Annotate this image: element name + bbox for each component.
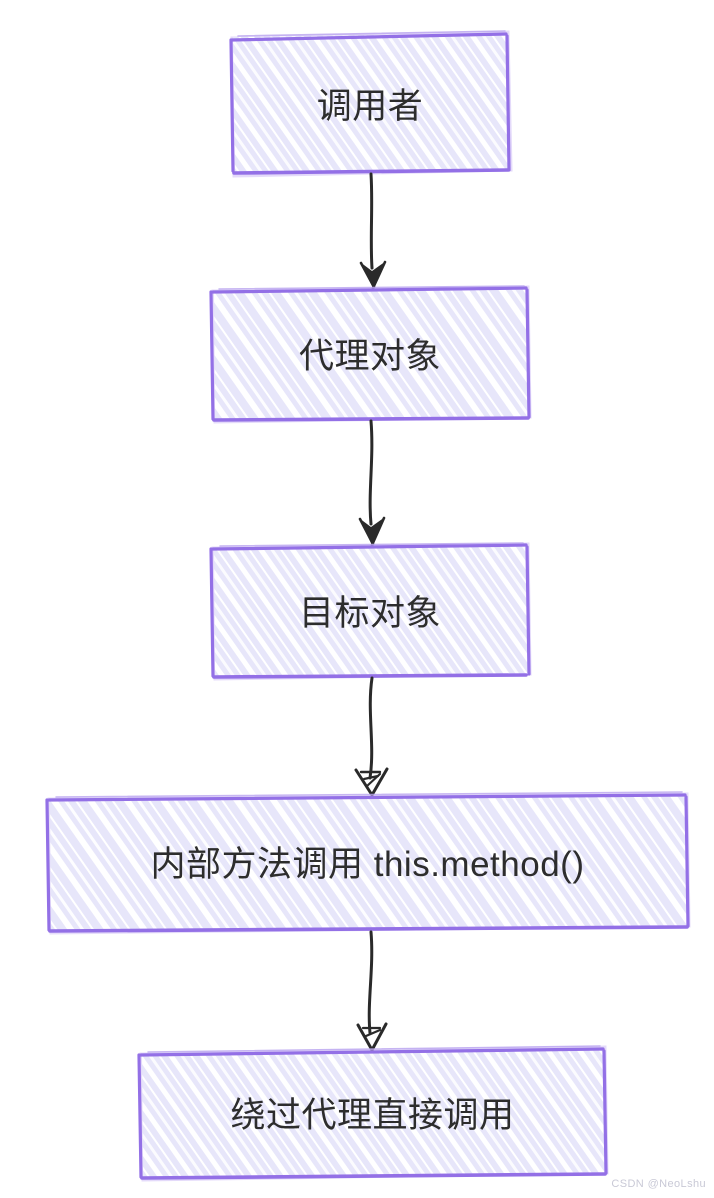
- edge-target-to-internal-call: [354, 676, 389, 797]
- edge-caller-to-proxy: [359, 172, 387, 290]
- node-proxy-object[interactable]: [209, 285, 532, 424]
- node-bypass-proxy[interactable]: [137, 1045, 609, 1182]
- edge-internal-call-to-bypass: [356, 930, 388, 1052]
- edge-proxy-to-target: [358, 419, 386, 547]
- node-internal-call[interactable]: [45, 791, 691, 935]
- node-target-object[interactable]: [209, 542, 532, 681]
- node-caller[interactable]: [229, 30, 513, 178]
